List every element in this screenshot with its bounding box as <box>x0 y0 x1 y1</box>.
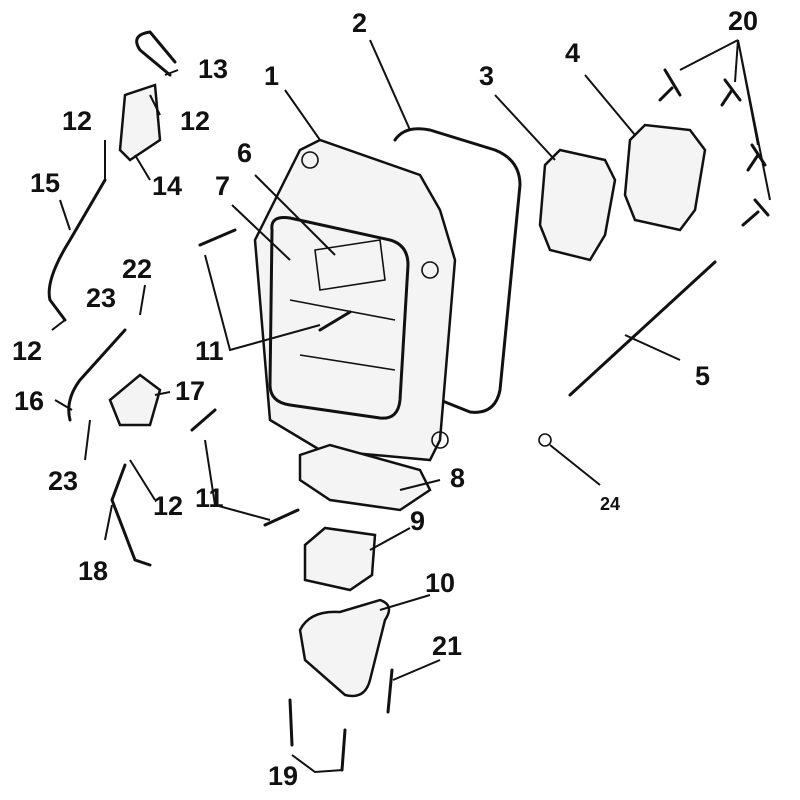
part-valve-17 <box>108 373 162 427</box>
part-bolt-11c <box>190 408 217 432</box>
callout-13: 13 <box>198 54 228 84</box>
part-plate-4 <box>623 123 707 232</box>
callout-12: 12 <box>62 106 92 136</box>
callout-1: 1 <box>264 61 279 91</box>
part-canister-14 <box>118 83 162 162</box>
callout-7: 7 <box>215 171 230 201</box>
part-plate-3 <box>538 148 617 262</box>
part-bolt-11b <box>318 310 352 332</box>
callout-19: 19 <box>268 761 298 791</box>
callout-12: 12 <box>180 106 210 136</box>
callout-14: 14 <box>152 171 182 201</box>
callout-16: 16 <box>14 386 44 416</box>
part-clip <box>538 433 552 447</box>
part-hose-13 <box>135 30 177 77</box>
part-head-cover <box>253 138 457 462</box>
callout-20: 20 <box>728 6 758 36</box>
part-filter <box>303 526 377 592</box>
callout-17: 17 <box>175 376 205 406</box>
part-bolt-19b <box>340 728 347 772</box>
part-rod <box>568 260 717 397</box>
callout-8: 8 <box>450 463 465 493</box>
callout-21: 21 <box>432 631 462 661</box>
part-bolts-20 <box>658 68 770 227</box>
callout-23: 23 <box>86 283 116 313</box>
callout-2: 2 <box>352 8 367 38</box>
callout-6: 6 <box>237 138 252 168</box>
callout-9: 9 <box>410 506 425 536</box>
callout-11: 11 <box>195 336 224 366</box>
callout-23: 23 <box>48 466 78 496</box>
part-bolt-11d <box>263 508 300 527</box>
leader-lines <box>51 39 771 774</box>
part-hose-16 <box>67 328 127 422</box>
part-cover <box>298 598 391 698</box>
callout-15: 15 <box>30 168 60 198</box>
callout-10: 10 <box>425 568 455 598</box>
callout-12: 12 <box>12 336 42 366</box>
part-bolt-11a <box>198 228 237 247</box>
callout-12: 12 <box>153 491 183 521</box>
part-bolt-21 <box>386 668 394 714</box>
part-hose-18 <box>110 463 152 567</box>
callout-4: 4 <box>565 38 580 68</box>
callout-24: 24 <box>600 494 620 514</box>
callout-22: 22 <box>122 254 152 284</box>
callout-5: 5 <box>695 361 710 391</box>
part-hose-15 <box>47 178 107 322</box>
callout-3: 3 <box>479 61 494 91</box>
part-base <box>298 443 432 512</box>
callout-11: 11 <box>195 483 224 513</box>
part-bolt-19a <box>288 698 294 747</box>
callout-18: 18 <box>78 556 108 586</box>
part-gasket <box>393 127 522 414</box>
